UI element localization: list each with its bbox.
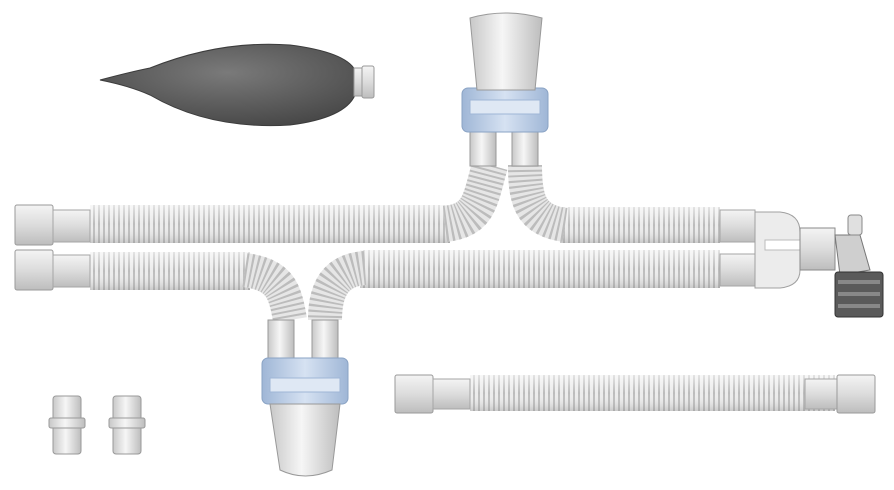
tube-cuff bbox=[14, 249, 54, 291]
tube-cuff bbox=[52, 254, 91, 288]
extension-tube bbox=[394, 374, 876, 414]
tube-cuff bbox=[719, 253, 756, 287]
tube-cuff bbox=[719, 209, 756, 243]
upper-corrugated-tube bbox=[90, 160, 720, 243]
y-piece-elbow bbox=[754, 211, 884, 318]
tube-cuff bbox=[14, 204, 54, 246]
reservoir-bag bbox=[99, 43, 375, 127]
bottom-filter bbox=[261, 319, 349, 477]
lower-corrugated-tube bbox=[90, 250, 720, 323]
small-connector bbox=[108, 395, 146, 455]
top-filter bbox=[461, 12, 549, 167]
small-connector bbox=[48, 395, 86, 455]
tube-cuff bbox=[52, 209, 91, 243]
